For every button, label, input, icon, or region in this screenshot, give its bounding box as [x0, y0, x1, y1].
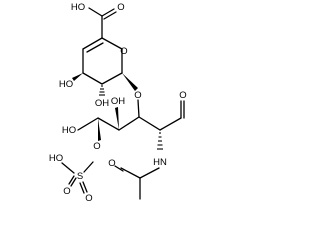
uronic-acid-ring	[82, 37, 123, 85]
sulfur-label: S	[77, 171, 83, 182]
sulfate-ester-oxygen-label: O	[93, 141, 100, 152]
amide-nitrogen-label: HN	[153, 157, 167, 168]
chemical-structure-diagram: HO O O HO OH O OH HO O O HO S O O HN O	[49, 2, 187, 204]
sulfate-oxygen-1-label: O	[63, 186, 70, 197]
acetyl-oxygen-label: O	[108, 158, 115, 169]
chain-substituent-bonds	[98, 107, 163, 150]
carboxylic-acid-group	[88, 7, 117, 39]
hydroxyl-c3-label: OH	[95, 98, 109, 109]
hydroxyl-c4-label: HO	[59, 79, 73, 90]
chain-hydroxyl-label: OH	[111, 96, 125, 107]
glycosidic-oxygen-label: O	[134, 90, 141, 101]
open-chain-backbone	[77, 99, 185, 131]
carboxyl-hydroxyl-label: HO	[71, 2, 85, 13]
carboxyl-oxygen-label: O	[117, 2, 124, 13]
ring-oxygen-label: O	[120, 46, 127, 57]
aldehyde-oxygen-label: O	[179, 90, 186, 101]
primary-hydroxyl-label: HO	[62, 125, 76, 136]
sulfate-oxygen-2-label: O	[85, 193, 92, 204]
acetamido-group	[114, 165, 160, 200]
sulfate-group	[61, 161, 94, 194]
sulfate-hydroxyl-label: HO	[49, 153, 63, 164]
ring-substituent-bonds	[72, 73, 138, 96]
